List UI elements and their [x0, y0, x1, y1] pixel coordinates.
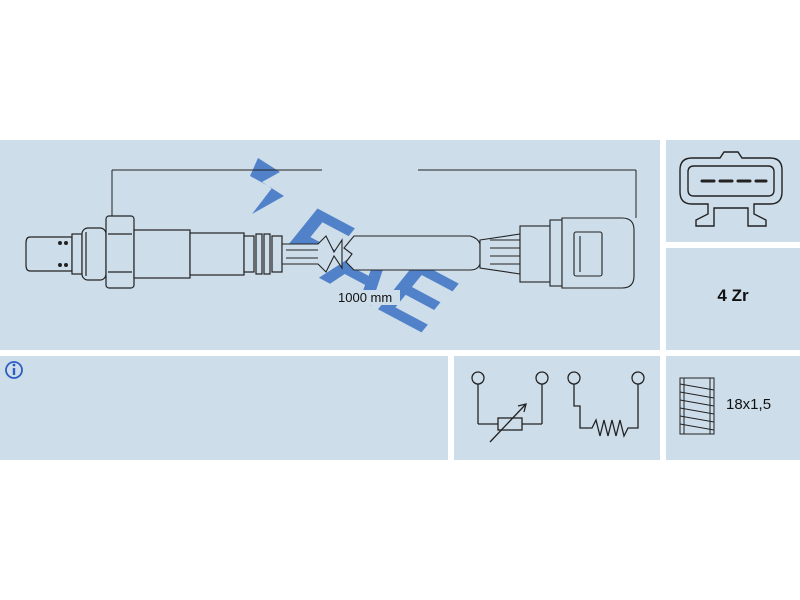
dimension-line [111, 169, 637, 218]
circuit-symbol [471, 371, 645, 443]
thread-panel: 18x1,5 [666, 356, 800, 460]
cable-length-label: 1000 mm [330, 290, 401, 305]
heater-resistor-symbol [567, 371, 645, 438]
sensor-cable [281, 235, 481, 273]
thread-icon [679, 377, 715, 435]
connector-housing [479, 217, 635, 289]
sensor-drawing-panel: FAE [0, 140, 660, 354]
sensor-drawing: FAE [25, 158, 637, 354]
variable-resistor-symbol [471, 371, 549, 443]
wire-count-panel: 4 Zr [666, 248, 800, 350]
connector-face-icon [679, 151, 783, 227]
info-panel [0, 356, 448, 460]
circuit-panel [454, 356, 660, 460]
fae-logo-mark [250, 158, 284, 214]
wire-count-label: 4 Zr [717, 286, 749, 305]
connector-face-panel [666, 140, 800, 242]
info-icon[interactable] [0, 356, 448, 460]
sensor-body [25, 215, 283, 289]
thread-size-label: 18x1,5 [726, 396, 772, 413]
